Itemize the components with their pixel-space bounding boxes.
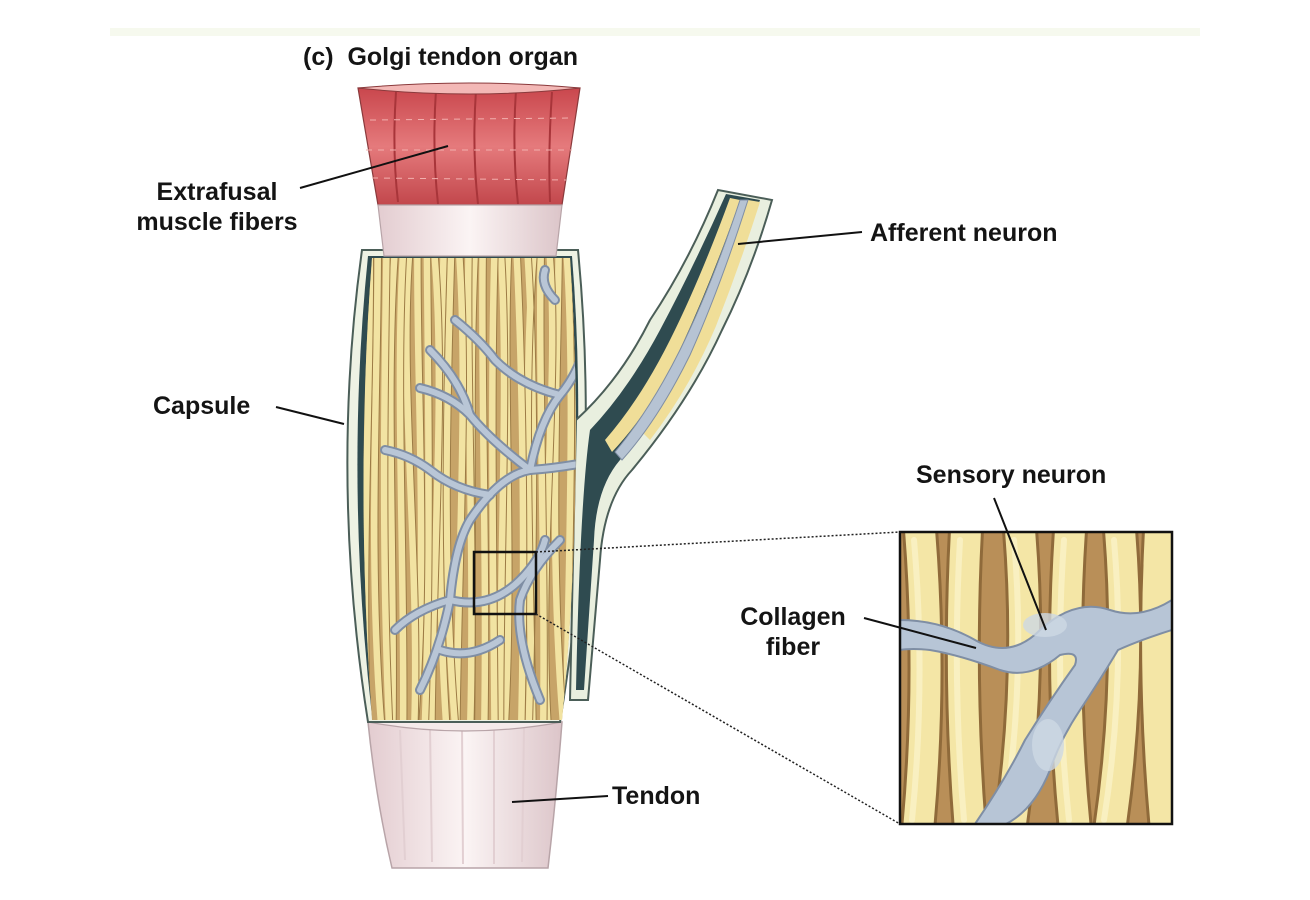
label-tendon: Tendon	[612, 782, 701, 810]
collagen-fiber-strand	[453, 258, 467, 720]
collagen-fiber-edge	[495, 258, 499, 720]
label-extrafusal-muscle-fibers: Extrafusal muscle fibers	[122, 177, 312, 237]
collagen-fiber-edge	[530, 258, 539, 720]
collagen-fiber-strand	[396, 258, 408, 720]
collagen-fiber-strand	[467, 258, 479, 720]
collagen-fiber-strand	[370, 258, 386, 720]
collagen-fiber-strand	[551, 258, 568, 720]
collagen-fiber-edge	[387, 258, 394, 720]
collagen-fiber-edge	[474, 258, 480, 720]
collagen-fiber-strand	[541, 258, 556, 720]
collagen-fiber-edge	[459, 258, 468, 720]
collagen-fiber-edge	[543, 258, 548, 720]
zoom-guide-top	[535, 531, 901, 553]
collagen-fiber-strand	[380, 258, 394, 720]
collagen-bundle	[363, 258, 576, 720]
collagen-fiber-edge	[558, 258, 568, 720]
collagen-fiber-strand	[387, 258, 399, 720]
collagen-fiber-edge	[409, 258, 420, 720]
collagen-fiber-strand	[479, 258, 489, 720]
title-text: Golgi tendon organ	[347, 43, 578, 71]
label-capsule: Capsule	[153, 392, 251, 420]
collagen-fiber-edge	[417, 258, 426, 720]
label-sensory-neuron: Sensory neuron	[916, 461, 1107, 489]
figure-title: (c) Golgi tendon organ	[303, 42, 578, 72]
collagen-fiber-edge	[449, 258, 460, 720]
label-afferent-neuron: Afferent neuron	[870, 219, 1058, 247]
leader-afferent	[737, 231, 863, 245]
label-collagen-fiber: Collagen fiber	[728, 602, 858, 662]
leader-lines	[275, 145, 1047, 803]
top-band	[110, 28, 1200, 36]
collagen-fiber-strand	[443, 258, 460, 720]
collagen-fiber-strand	[496, 258, 508, 720]
leader-tendon	[511, 795, 609, 803]
extrafusal-muscle-fibers	[357, 82, 581, 257]
leader-sensory	[993, 497, 1047, 631]
panel-letter: (c)	[303, 43, 334, 71]
inset-magnified-view	[898, 530, 1174, 826]
leader-extrafusal	[299, 145, 449, 189]
collagen-fiber-strand	[489, 258, 499, 720]
tendon	[367, 714, 563, 869]
leader-collagen	[863, 617, 977, 649]
label-extrafusal-line1: Extrafusal	[156, 178, 278, 206]
label-collagen-line2: fiber	[765, 633, 821, 661]
leader-capsule	[275, 406, 345, 425]
collagen-fiber-edge	[403, 258, 408, 720]
label-extrafusal-line2: muscle fibers	[136, 208, 298, 236]
collagen-fiber-strand	[403, 258, 419, 720]
collagen-fiber-edge	[485, 258, 490, 720]
collagen-fiber-strand	[421, 258, 433, 720]
collagen-fiber-edge	[393, 258, 400, 720]
collagen-fiber-edge	[377, 258, 386, 720]
collagen-fiber-edge	[548, 258, 557, 720]
label-collagen-line1: Collagen	[740, 603, 846, 631]
collagen-fiber-edge	[368, 258, 375, 720]
zoom-region-box	[472, 550, 538, 616]
